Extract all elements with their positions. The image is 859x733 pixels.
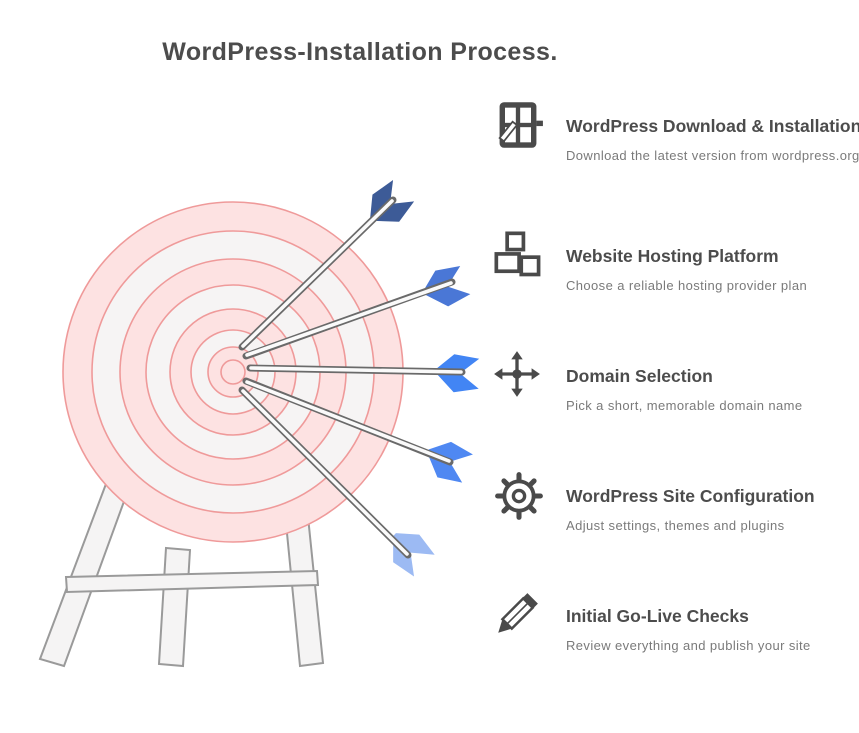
step-item: WordPress Site Configuration Adjust sett… <box>492 468 815 534</box>
target-illustration <box>38 179 480 668</box>
step-subtitle: Choose a reliable hosting provider plan <box>566 278 808 293</box>
step-subtitle: Pick a short, memorable domain name <box>566 398 803 413</box>
arrow-fletching <box>393 533 435 577</box>
arrows <box>238 179 480 577</box>
move-arrows-icon <box>492 348 548 406</box>
blocks-icon <box>492 228 548 286</box>
arrow <box>246 354 480 393</box>
arrow <box>242 377 473 483</box>
step-item: Website Hosting Platform Choose a reliab… <box>492 228 807 294</box>
step-subtitle: Review everything and publish your site <box>566 638 811 653</box>
pencil-icon <box>492 588 548 646</box>
step-subtitle: Adjust settings, themes and plugins <box>566 518 785 533</box>
page-title: WordPress-Installation Process. <box>162 38 558 66</box>
gear-icon <box>492 468 548 526</box>
step-title: Website Hosting Platform <box>566 246 779 266</box>
arrow <box>238 179 415 351</box>
step-item: Domain Selection Pick a short, memorable… <box>492 348 803 414</box>
step-title: Initial Go-Live Checks <box>566 606 749 626</box>
arrow-fletching <box>427 441 473 483</box>
arrow <box>238 386 435 577</box>
step-title: Domain Selection <box>566 366 713 386</box>
arrow <box>242 265 471 360</box>
step-subtitle: Download the latest version from wordpre… <box>566 148 859 163</box>
step-item: Initial Go-Live Checks Review everything… <box>492 588 811 654</box>
target-rings <box>62 201 404 543</box>
step-title: WordPress Download & Installation <box>566 116 859 136</box>
layout-pencil-icon <box>492 98 548 156</box>
step-title: WordPress Site Configuration <box>566 486 815 506</box>
step-item: WordPress Download & Installation Downlo… <box>492 98 859 164</box>
